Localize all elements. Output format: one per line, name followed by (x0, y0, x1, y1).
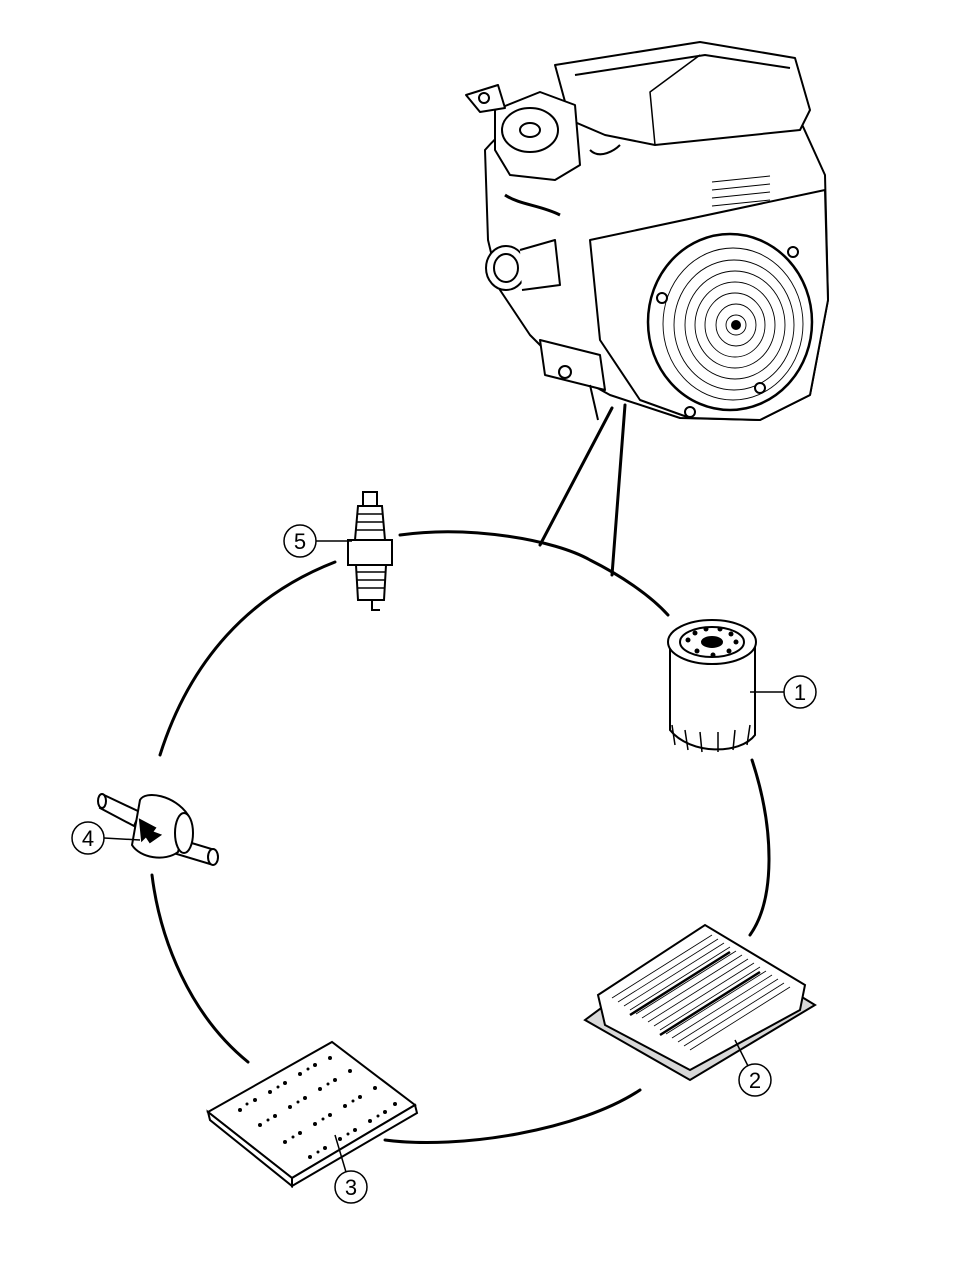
callout-1-label: 1 (794, 680, 806, 705)
callout-4-label: 4 (82, 826, 94, 851)
callout-3: 3 (334, 1134, 368, 1204)
callout-2: 2 (734, 1039, 772, 1097)
arc-1-to-2 (748, 758, 771, 937)
fuel-filter-illustration (97, 793, 219, 866)
engine-connector (538, 403, 627, 577)
arc-5-to-1 (398, 530, 670, 617)
air-filter-illustration (583, 923, 817, 1082)
engine-illustration (465, 41, 829, 421)
callout-3-label: 3 (345, 1175, 357, 1200)
arc-3-to-4 (150, 873, 250, 1064)
callout-1: 1 (750, 675, 817, 709)
pre-cleaner-illustration (206, 1040, 419, 1189)
arc-4-to-5 (158, 560, 337, 757)
arc-2-to-3 (383, 1088, 642, 1145)
callout-5: 5 (283, 524, 352, 558)
callout-4: 4 (71, 821, 141, 855)
cycle-circle (150, 530, 771, 1145)
callout-5-label: 5 (294, 529, 306, 554)
spark-plug-illustration (347, 491, 393, 611)
callout-2-label: 2 (749, 1068, 761, 1093)
oil-filter-illustration (667, 619, 757, 753)
